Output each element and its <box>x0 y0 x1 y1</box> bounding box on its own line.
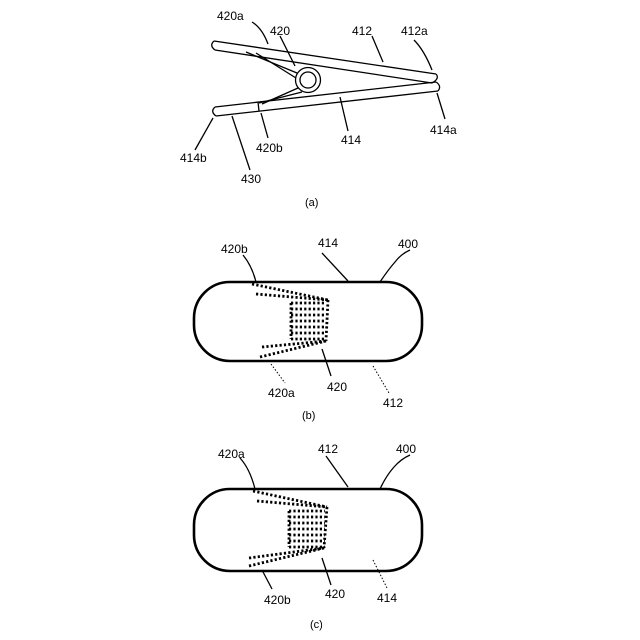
label-412a: 412a <box>401 24 428 38</box>
caption-b: (b) <box>302 410 315 422</box>
label-414b: 414b <box>180 151 207 165</box>
label-420b: 420b <box>256 141 283 155</box>
caption-a: (a) <box>305 197 318 209</box>
label-412: 412 <box>318 442 338 456</box>
label-420a: 420a <box>218 447 245 461</box>
label-420a: 420a <box>217 9 244 23</box>
figure-a-clothespin-side-view: 420a 420 412 412a 414b 420b 414 414a 430… <box>180 9 457 209</box>
label-414: 414 <box>318 236 338 250</box>
upper-arm-412 <box>212 41 438 83</box>
label-420b: 420b <box>221 242 248 256</box>
label-412: 412 <box>352 24 372 38</box>
label-414: 414 <box>377 591 397 605</box>
label-400: 400 <box>398 237 418 251</box>
label-430: 430 <box>241 172 261 186</box>
figure-c-top-view: 420a 412 400 420b 420 414 (c) <box>194 442 422 631</box>
label-412: 412 <box>383 396 403 410</box>
label-420: 420 <box>270 24 290 38</box>
label-414: 414 <box>341 133 361 147</box>
label-400: 400 <box>396 442 416 456</box>
label-420a: 420a <box>268 386 295 400</box>
caption-c: (c) <box>310 619 323 631</box>
body-outline-400 <box>194 282 422 361</box>
label-420: 420 <box>327 380 347 394</box>
label-420: 420 <box>325 587 345 601</box>
figure-b-bottom-view: 420b 414 400 420a 420 412 (b) <box>194 236 422 422</box>
lower-arm-414 <box>213 82 440 116</box>
label-420b: 420b <box>264 593 291 607</box>
label-414a: 414a <box>430 123 457 137</box>
